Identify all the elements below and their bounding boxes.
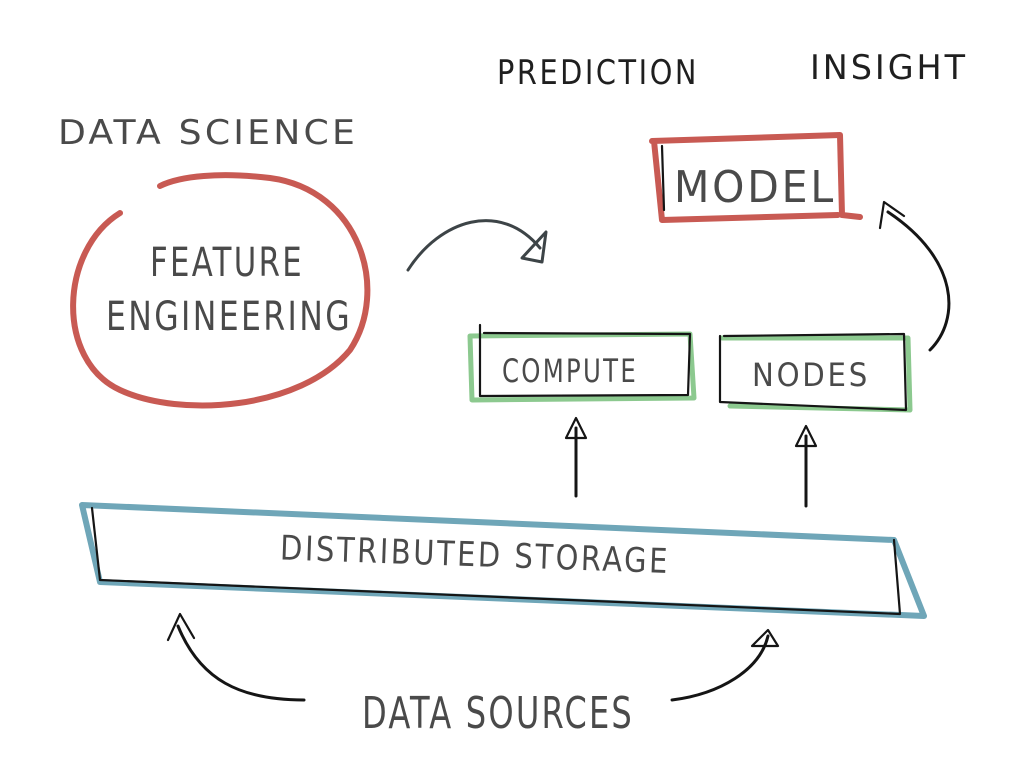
distributed-storage-box: DISTRIBUTED STORAGE bbox=[79, 502, 927, 619]
model-label: MODEL bbox=[674, 162, 836, 213]
prediction-label: PREDICTION bbox=[497, 53, 699, 93]
data-science-label: DATA SCIENCE bbox=[58, 113, 358, 153]
engineering-label: ENGINEERING bbox=[106, 294, 352, 340]
feature-engineering-circle: FEATURE ENGINEERING bbox=[70, 172, 371, 409]
insight-label: INSIGHT bbox=[810, 48, 968, 88]
feature-label: FEATURE bbox=[150, 240, 304, 286]
compute-label: COMPUTE bbox=[502, 352, 638, 390]
feature-to-compute-arrow bbox=[406, 219, 548, 272]
compute-box: COMPUTE bbox=[467, 323, 697, 403]
distributed-storage-label: DISTRIBUTED STORAGE bbox=[279, 528, 670, 582]
data-sources-label: DATA SOURCES bbox=[362, 688, 634, 739]
data-sources-left-arrow bbox=[166, 612, 306, 702]
nodes-box: NODES bbox=[718, 332, 913, 413]
nodes-label: NODES bbox=[752, 356, 870, 394]
storage-to-nodes-arrow bbox=[794, 424, 818, 508]
storage-to-compute-arrow bbox=[564, 416, 588, 498]
nodes-to-model-arrow bbox=[878, 200, 951, 352]
data-sources-right-arrow bbox=[670, 628, 780, 702]
model-box: MODEL bbox=[649, 132, 863, 223]
